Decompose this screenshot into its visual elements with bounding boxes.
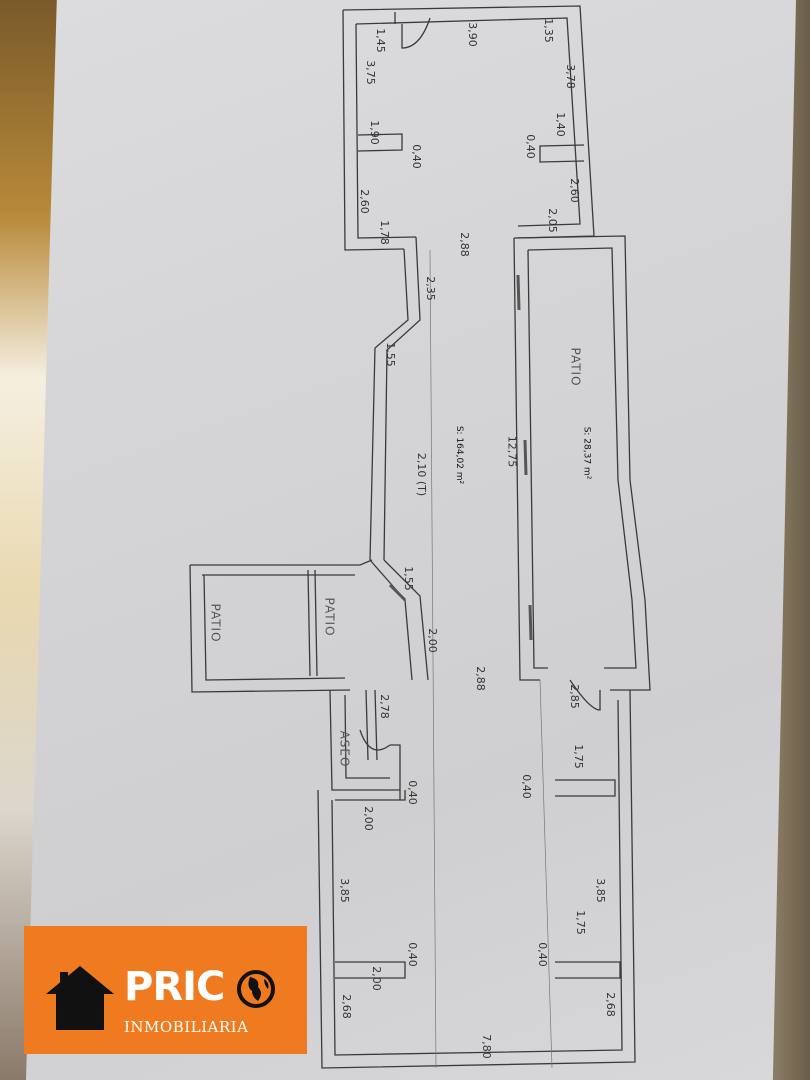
dim-right-lower-2: 1,75 [573,910,587,935]
paper-sheet [26,0,796,1080]
dim-wall-top-right: 0,40 [523,134,537,159]
dim-top-left-3: 1,90 [367,120,381,145]
house-icon [46,966,114,1030]
dim-mid-left-1: 2,60 [357,189,371,214]
dim-wall-top-left: 0,40 [409,144,423,169]
dim-left-lower-3: 2,00 [369,966,383,991]
dim-corridor-width-top: 2,88 [457,232,471,257]
dim-diagonal-top: 1,55 [383,342,397,367]
dim-top-right-3: 1,40 [553,112,567,137]
logo-brand: PRIC [124,964,225,1010]
dim-mid-right-2: 2,05 [545,208,559,233]
room-label-bathroom: ASEO [337,730,352,768]
dim-top-right-1: 1,35 [541,18,555,43]
dim-right-lower-1: 3,85 [593,878,607,903]
dim-right-1: 1,75 [571,744,585,769]
dim-top-left-2: 3,75 [363,60,377,85]
dim-wall-lower-left: 0,40 [405,942,419,967]
dim-aseo: 2,78 [377,694,391,719]
dim-mid-right-1: 2,60 [567,178,581,203]
dim-top-right-2: 3,78 [563,64,577,89]
dim-mid-left-2: 1,78 [377,220,391,245]
dim-corridor-width-bottom: 2,88 [473,666,487,691]
dim-diagonal-bottom: 1,55 [401,566,415,591]
dim-wall-mid: 0,40 [405,780,419,805]
dim-top-left-1: 1,45 [373,28,387,53]
dim-door: 2,85 [567,684,581,709]
dim-top-room-width: 3,90 [465,22,479,47]
total-area-label: S: 164,02 m² [454,425,465,485]
dim-patio-length: 12,75 [505,435,519,468]
logo-subtitle: INMOBILIARIA [124,1018,249,1036]
globe-icon [237,970,275,1008]
dim-right-bottom: 2,68 [603,992,617,1017]
patio-area-label: S: 28,37 m² [581,426,592,480]
pric-inmobiliaria-logo: PRIC INMOBILIARIA [24,926,307,1054]
dim-left-bottom: 2,68 [339,994,353,1019]
dim-corridor-segment: 2,35 [423,276,437,301]
room-label-patio-small-left: PATIO [208,603,223,643]
room-label-patio-small-right: PATIO [322,597,337,637]
room-label-patio-large: PATIO [568,347,583,387]
dim-wall-center: 0,40 [519,774,533,799]
dim-bottom-width: 7,80 [479,1034,493,1059]
dim-wall-lower-center: 0,40 [535,942,549,967]
dim-left-lower-1: 2,00 [361,806,375,831]
dim-corridor-segment-2: 2,00 [425,628,439,653]
dim-left-lower-2: 3,85 [337,878,351,903]
ceiling-height-label: 2,10 (T) [415,452,429,497]
